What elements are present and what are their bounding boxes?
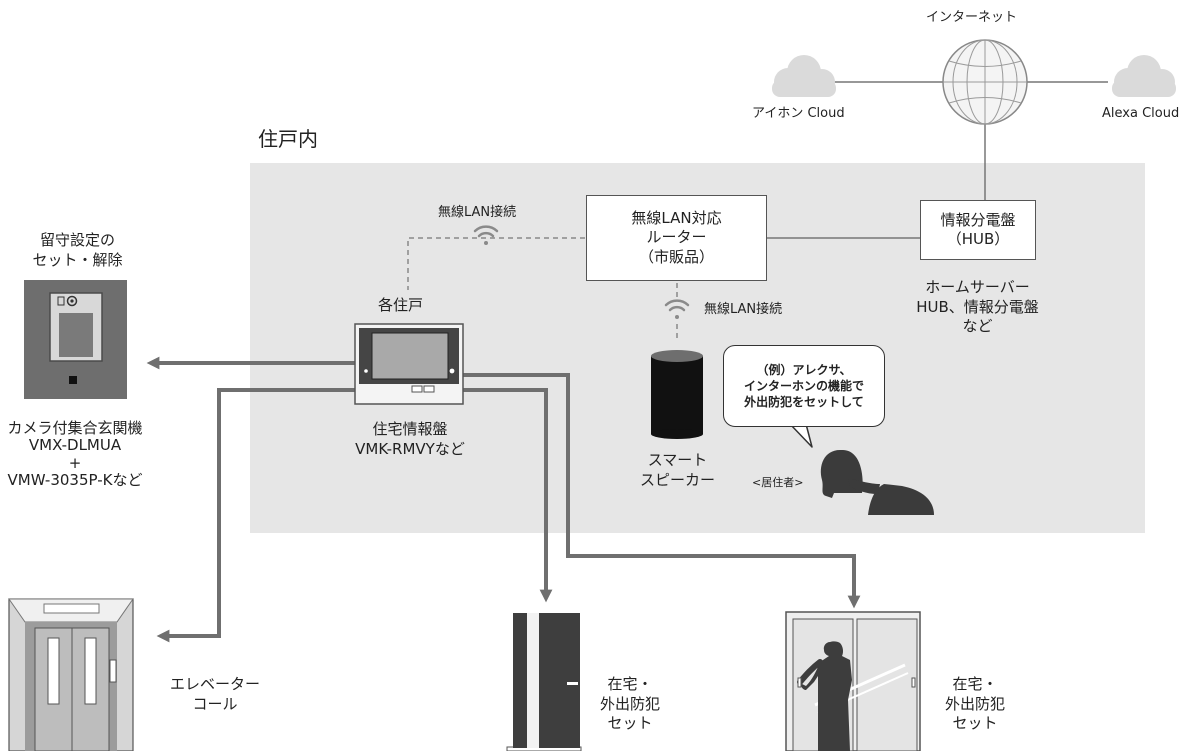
hub-box: 情報分電盤 （HUB）	[920, 200, 1036, 260]
door-caption: 在宅・ 外出防犯 セット	[599, 675, 660, 732]
internet-lines	[766, 81, 1108, 239]
wifi-links	[407, 237, 678, 340]
window-icon	[785, 611, 921, 751]
alexa-cloud-label: Alexa Cloud	[1102, 106, 1180, 121]
entrance-panel-icon	[24, 280, 127, 399]
door-icon	[506, 613, 582, 751]
unit-label: 各住戸	[378, 296, 424, 314]
resident-icon	[820, 450, 934, 515]
speech-bubble: （例）アレクサ、 インターホンの機能で 外出防犯をセットして	[723, 345, 885, 427]
monitor-caption: 住宅情報盤 VMK-RMVYなど	[355, 420, 465, 458]
entrance-top-caption: 留守設定の セット・解除	[32, 231, 123, 269]
aiphone-cloud-label: アイホン Cloud	[752, 106, 845, 121]
room-monitor-icon	[354, 323, 464, 405]
wifi-label-center: 無線LAN接続	[704, 302, 783, 317]
entrance-bottom-caption: カメラ付集合玄関機 VMX-DLMUA + VMW-3035P-Kなど	[7, 419, 143, 489]
alexa-cloud-icon	[1112, 55, 1176, 97]
aiphone-cloud-icon	[772, 55, 836, 97]
internet-globe-icon	[942, 39, 1028, 125]
hub-caption: ホームサーバー HUB、情報分電盤 など	[916, 278, 1039, 335]
home-area-title: 住戸内	[258, 127, 318, 151]
wifi-label-left: 無線LAN接続	[438, 205, 517, 220]
wifi-icon-center	[664, 299, 690, 319]
smart-speaker-icon	[651, 350, 703, 439]
elevator-caption: エレベーター コール	[169, 675, 260, 713]
resident-label: <居住者>	[752, 476, 804, 489]
wiring-arrows	[146, 356, 861, 643]
speaker-caption: スマート スピーカー	[639, 451, 715, 489]
wifi-icon-left	[473, 225, 499, 245]
router-box: 無線LAN対応 ルーター （市販品）	[586, 195, 767, 281]
internet-label: インターネット	[926, 10, 1018, 25]
window-caption: 在宅・ 外出防犯 セット	[944, 675, 1005, 732]
elevator-icon	[8, 598, 134, 751]
